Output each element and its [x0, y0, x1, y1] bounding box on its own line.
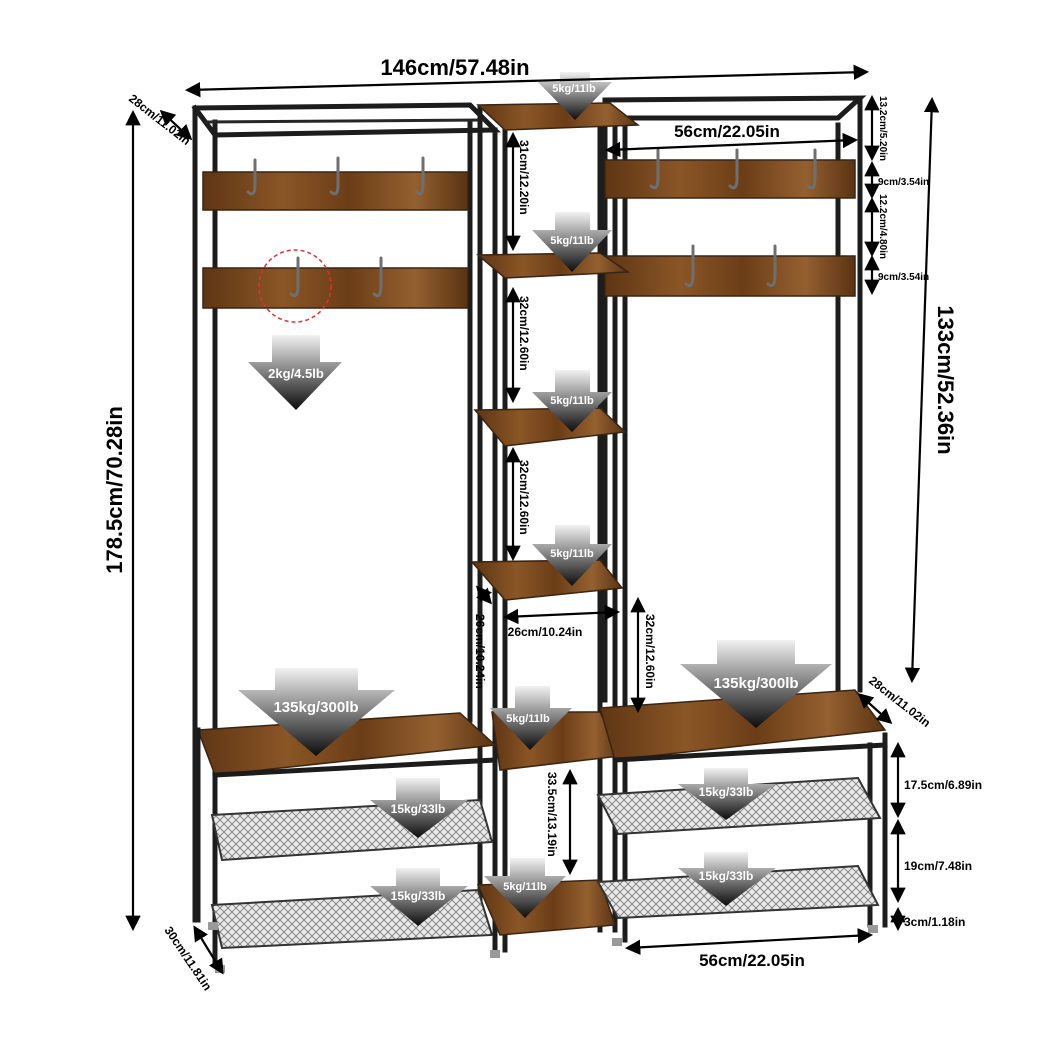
- dim-rail-gap: 12.2cm/4.80in: [864, 194, 888, 259]
- dim-right-module-width: 56cm/22.05in: [604, 122, 859, 158]
- dim-label: 9cm/3.54in: [878, 272, 929, 283]
- dim-label: 30cm/11.81in: [162, 924, 215, 993]
- load-label: 15kg/33lb: [699, 785, 754, 799]
- dim-label: 146cm/57.48in: [380, 55, 529, 80]
- dim-label: 32cm/12.60in: [517, 296, 531, 371]
- dim-label: 28cm/11.02in: [126, 91, 193, 148]
- dim-label: 56cm/22.05in: [674, 122, 780, 141]
- dim-label: 26cm/10.24in: [473, 614, 487, 689]
- dim-shelf-depth: 26cm/10.24in: [473, 585, 493, 689]
- hook-highlight-circle: [258, 249, 332, 323]
- load-arrow-bench-right: 135kg/300lb: [680, 640, 832, 728]
- dim-label: 31cm/12.20in: [517, 140, 531, 215]
- dim-label: 32cm/12.60in: [643, 614, 657, 689]
- bench-left: [195, 712, 498, 923]
- load-arrow-shelf-5: 5kg/11lb: [490, 686, 572, 750]
- center-shelf-top: [476, 102, 641, 131]
- dim-label: 13.2cm/5.20in: [877, 96, 888, 161]
- load-label: 5kg/11lb: [503, 881, 547, 893]
- dim-label: 9cm/3.54in: [878, 177, 929, 188]
- hook-rail-left-upper: [202, 171, 469, 211]
- hook-rail-right-upper: [604, 159, 856, 199]
- load-label: 5kg/11lb: [552, 83, 596, 95]
- dim-top-gap: 13.2cm/5.20in: [864, 94, 888, 162]
- dim-total-height: 178.5cm/70.28in: [102, 109, 141, 932]
- hook-rail-left-lower: [202, 267, 469, 309]
- load-arrow-shelf-4: 5kg/11lb: [532, 525, 612, 586]
- dim-label: 3cm/1.18in: [904, 915, 965, 929]
- dim-label: 133cm/52.36in: [933, 305, 958, 454]
- load-arrow-mesh-right-lower: 15kg/33lb: [678, 852, 776, 906]
- dim-label: 56cm/22.05in: [699, 951, 805, 970]
- load-label: 135kg/300lb: [713, 675, 798, 692]
- dim-top-depth-left: 28cm/11.02in: [126, 91, 193, 148]
- hook-rail-right-lower: [604, 255, 856, 297]
- dim-rail-1-height: 9cm/3.54in: [864, 160, 929, 200]
- dim-shelf-to-shelf: 19cm/7.48in: [890, 818, 972, 904]
- load-label: 2kg/4.5lb: [268, 366, 324, 381]
- load-label: 135kg/300lb: [273, 699, 358, 716]
- dim-shelf-gap-4: 32cm/12.60in: [630, 596, 657, 714]
- dim-label: 33.5cm/13.19in: [545, 772, 559, 857]
- load-arrow-mesh-right-upper: 15kg/33lb: [678, 768, 776, 820]
- load-label: 5kg/11lb: [506, 713, 550, 725]
- load-arrow-mesh-left-upper: 15kg/33lb: [370, 778, 468, 838]
- dim-inner-height: 133cm/52.36in: [904, 96, 958, 684]
- load-arrow-shelf-2: 5kg/11lb: [532, 212, 612, 272]
- load-label: 5kg/11lb: [550, 395, 594, 407]
- dim-shelf-width: 26cm/10.24in: [502, 604, 621, 639]
- dim-bottom-width: 56cm/22.05in: [624, 927, 874, 970]
- dim-label: 178.5cm/70.28in: [102, 406, 127, 574]
- dim-label: 19cm/7.48in: [904, 859, 972, 873]
- load-label: 5kg/11lb: [550, 548, 594, 560]
- dim-shelf-gap-1: 31cm/12.20in: [505, 131, 531, 252]
- dim-total-width: 146cm/57.48in: [184, 55, 870, 98]
- dim-bench-to-shelf: 17.5cm/6.89in: [890, 741, 982, 819]
- load-label: 5kg/11lb: [550, 235, 594, 247]
- load-label: 15kg/33lb: [391, 802, 446, 816]
- load-arrow-shelf-3: 5kg/11lb: [532, 370, 612, 432]
- load-arrow-hook: 2kg/4.5lb: [248, 335, 342, 410]
- dim-foot-height: 3cm/1.18in: [890, 906, 965, 932]
- dim-shelf-gap-2: 32cm/12.60in: [505, 286, 531, 404]
- load-label: 15kg/33lb: [391, 889, 446, 903]
- dim-shelf-gap-3: 32cm/12.60in: [505, 446, 531, 562]
- load-label: 15kg/33lb: [699, 869, 754, 883]
- load-arrow-shelf-bottom: 5kg/11lb: [484, 858, 566, 918]
- dim-label: 26cm/10.24in: [508, 625, 583, 639]
- load-arrow-bench-left: 135kg/300lb: [238, 668, 395, 756]
- dim-label: 32cm/12.60in: [517, 460, 531, 535]
- dim-rail-2-height: 9cm/3.54in: [864, 254, 929, 296]
- dim-label: 12.2cm/4.80in: [877, 194, 888, 259]
- dim-label: 17.5cm/6.89in: [904, 778, 982, 792]
- dim-bottom-shelf-gap: 33.5cm/13.19in: [545, 768, 578, 876]
- hook-icon: [246, 148, 817, 298]
- load-arrow-mesh-left-lower: 15kg/33lb: [370, 868, 468, 926]
